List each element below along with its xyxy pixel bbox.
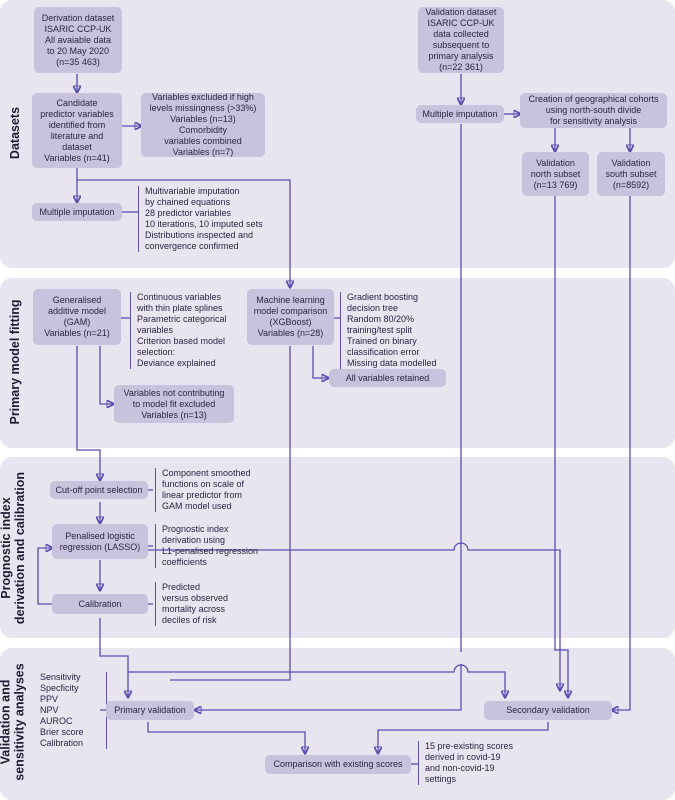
not-contributing-box: Variables not contributing to model fit … [114,385,234,423]
lasso-box: Penalised logistic regression (LASSO) [52,524,148,559]
cutoff-note: Component smoothed functions on scale of… [155,468,272,512]
validation-dataset-box: Validation dataset ISARIC CCP-UK data co… [418,7,504,73]
south-subset-box: Validation south subset (n=8592) [597,152,665,196]
datasets-label: Datasets [8,106,22,160]
validation-label: Validation and sensitivity analyses [0,663,27,781]
xgboost-note: Gradient boosting decision tree Random 8… [340,292,462,369]
derivation-dataset-box: Derivation dataset ISARIC CCP-UK All ava… [34,7,122,73]
model-fitting-label: Primary model fitting [8,299,22,425]
cutoff-selection-box: Cut-off point selection [50,481,148,499]
candidate-predictors-box: Candidate predictor variables identified… [32,93,122,168]
secondary-validation-box: Secondary validation [484,701,612,720]
all-retained-box: All variables retained [329,369,446,387]
xgboost-box: Machine learning model comparison (XGBoo… [247,289,334,345]
comparison-box: Comparison with existing scores [265,755,411,774]
gam-note: Continuous variables with thin plate spl… [130,292,247,369]
imputation-note: Multivariable imputation by chained equa… [138,186,295,252]
excluded-variables-box: Variables excluded if high levels missin… [141,92,265,157]
metrics-list: Sensitivity Specficity PPV NPV AUROC Bri… [36,672,107,749]
multiple-imputation-left-box: Multiple imputation [32,203,122,221]
calibration-box: Calibration [52,594,148,614]
geographical-cohorts-box: Creation of geographical cohorts using n… [520,93,667,128]
prognostic-label: Prognostic index derivation and calibrat… [0,471,27,625]
gam-box: Generalised additive model (GAM) Variabl… [33,289,121,345]
calibration-note: Predicted versus observed mortality acro… [155,582,262,626]
lasso-note: Prognostic index derivation using L1-pen… [155,524,280,568]
scores-note: 15 pre-existing scores derived in covid-… [418,741,545,785]
multiple-imputation-right-box: Multiple imputation [416,105,504,123]
north-subset-box: Validation north subset (n=13 769) [522,152,589,196]
primary-validation-box: Primary validation [106,701,194,720]
